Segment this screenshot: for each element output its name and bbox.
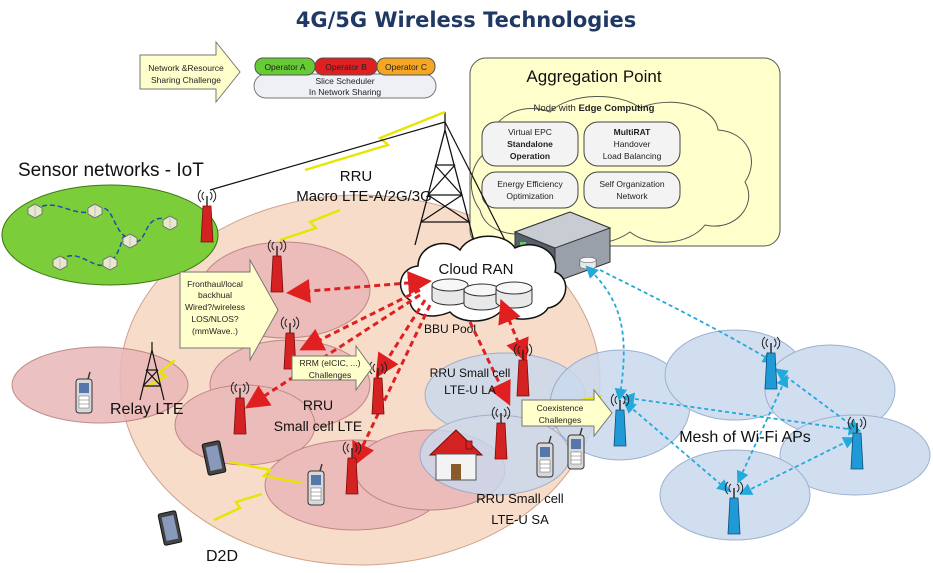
aggregation-point: Aggregation Point Node with Edge Computi… [469,57,781,247]
slice-scheduler: Operator A Operator B Operator C Slice S… [253,57,437,99]
small-cell-lte-line1: RRU [303,397,333,413]
mesh-wifi-label: Mesh of Wi-Fi APs [679,429,811,446]
coexistence-line1: Coexistence [537,403,584,413]
small-cell-sa-line1: RRU Small cell [476,491,564,506]
fronthaul-line5: (mmWave..) [192,326,238,336]
small-cell-sa-line2: LTE-U SA [491,512,549,527]
operator-b: Operator B [325,62,367,72]
aggregation-title: Aggregation Point [526,67,661,86]
rrm-callout: RRM (eICIC, ...) Challenges [291,344,373,392]
virtual-epc-line1: Virtual EPC [508,127,552,137]
sensor-networks-label: Sensor networks - IoT [18,160,204,181]
rrm-line2: Challenges [309,370,352,380]
backhaul-lines [209,121,511,251]
self-organization-line1: Self Organization [599,179,664,189]
sharing-challenge-arrow: Network &Resource Sharing Challenge [139,40,241,104]
fronthaul-arrows [244,271,529,467]
coexistence-line2: Challenges [539,415,582,425]
fronthaul-callout: Fronthaul/local backhual Wired?/wireless… [179,258,279,362]
sharing-challenge-line2: Sharing Challenge [151,75,221,85]
operator-c: Operator C [385,62,427,72]
wifi-mesh-arrows [585,265,862,495]
bbu-pool-label: BBU Pool [424,322,476,336]
fronthaul-line4: LOS/NLOS? [191,314,239,324]
macro-tower-icon [414,112,476,246]
virtual-epc-line2: Standalone [507,139,553,149]
fronthaul-line3: Wired?/wireless [185,302,245,312]
energy-efficiency-line2: Optimization [506,191,554,201]
multirat-line2: Handover [614,139,651,149]
multirat-line1: MultiRAT [614,127,651,137]
slice-scheduler-line2: In Network Sharing [309,87,382,97]
energy-efficiency-line1: Energy Efficiency [497,179,563,189]
small-cell-la-line1: RRU Small cell [430,366,511,380]
virtual-epc-line3: Operation [510,151,550,161]
multirat-line3: Load Balancing [603,151,662,161]
page-title: 4G/5G Wireless Technologies [296,8,637,32]
slice-scheduler-line1: Slice Scheduler [315,76,374,86]
relay-tower-icon [139,342,165,401]
home-icon [428,429,484,481]
fronthaul-line1: Fronthaul/local [187,279,243,289]
small-cell-lte-line2: Small cell LTE [274,418,362,434]
rrm-line1: RRM (eICIC, ...) [300,358,361,368]
coexistence-callout: Coexistence Challenges [521,388,613,438]
self-organization-line2: Network [616,191,648,201]
iot-area [1,184,219,286]
edge-computing-prefix: Node with [534,103,579,114]
d2d-label: D2D [206,548,238,565]
fronthaul-line2: backhual [198,290,232,300]
small-cell-la-line2: LTE-U LA [444,383,496,397]
relay-lte-label: Relay LTE [110,401,184,418]
edge-computing-label: Node with Edge Computing [534,103,655,114]
edge-computing-bold: Edge Computing [578,103,654,114]
sharing-challenge-line1: Network &Resource [148,63,224,73]
macro-lte-label: Macro LTE-A/2G/3G [296,188,432,205]
macro-rru-label: RRU [340,168,373,185]
cloud-ran-label: Cloud RAN [438,261,513,278]
operator-a: Operator A [264,62,305,72]
